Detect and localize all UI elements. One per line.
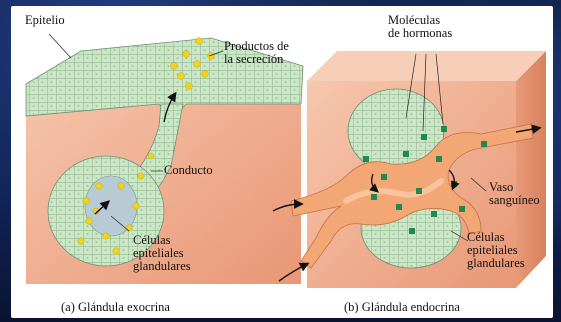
caption-glandula-exocrina: (a) Glándula exocrina bbox=[61, 300, 170, 315]
diagram-panel: Epitelio Productos de la secreción Condu… bbox=[11, 6, 553, 318]
label-productos-secrecion: Productos de la secreción bbox=[224, 40, 289, 66]
label-vaso-sanguineo: Vaso sanguíneo bbox=[489, 181, 540, 207]
label-epitelio: Epitelio bbox=[25, 14, 65, 27]
label-celulas-exocrinas: Células epiteliales glandulares bbox=[133, 234, 191, 273]
label-conducto: Conducto bbox=[164, 164, 213, 177]
label-moleculas-hormonas: Moléculas de hormonas bbox=[388, 14, 452, 40]
caption-glandula-endocrina: (b) Glándula endocrina bbox=[344, 300, 460, 315]
endocrine-block-top bbox=[307, 51, 546, 81]
label-celulas-endocrinas: Células epiteliales glandulares bbox=[467, 231, 525, 270]
